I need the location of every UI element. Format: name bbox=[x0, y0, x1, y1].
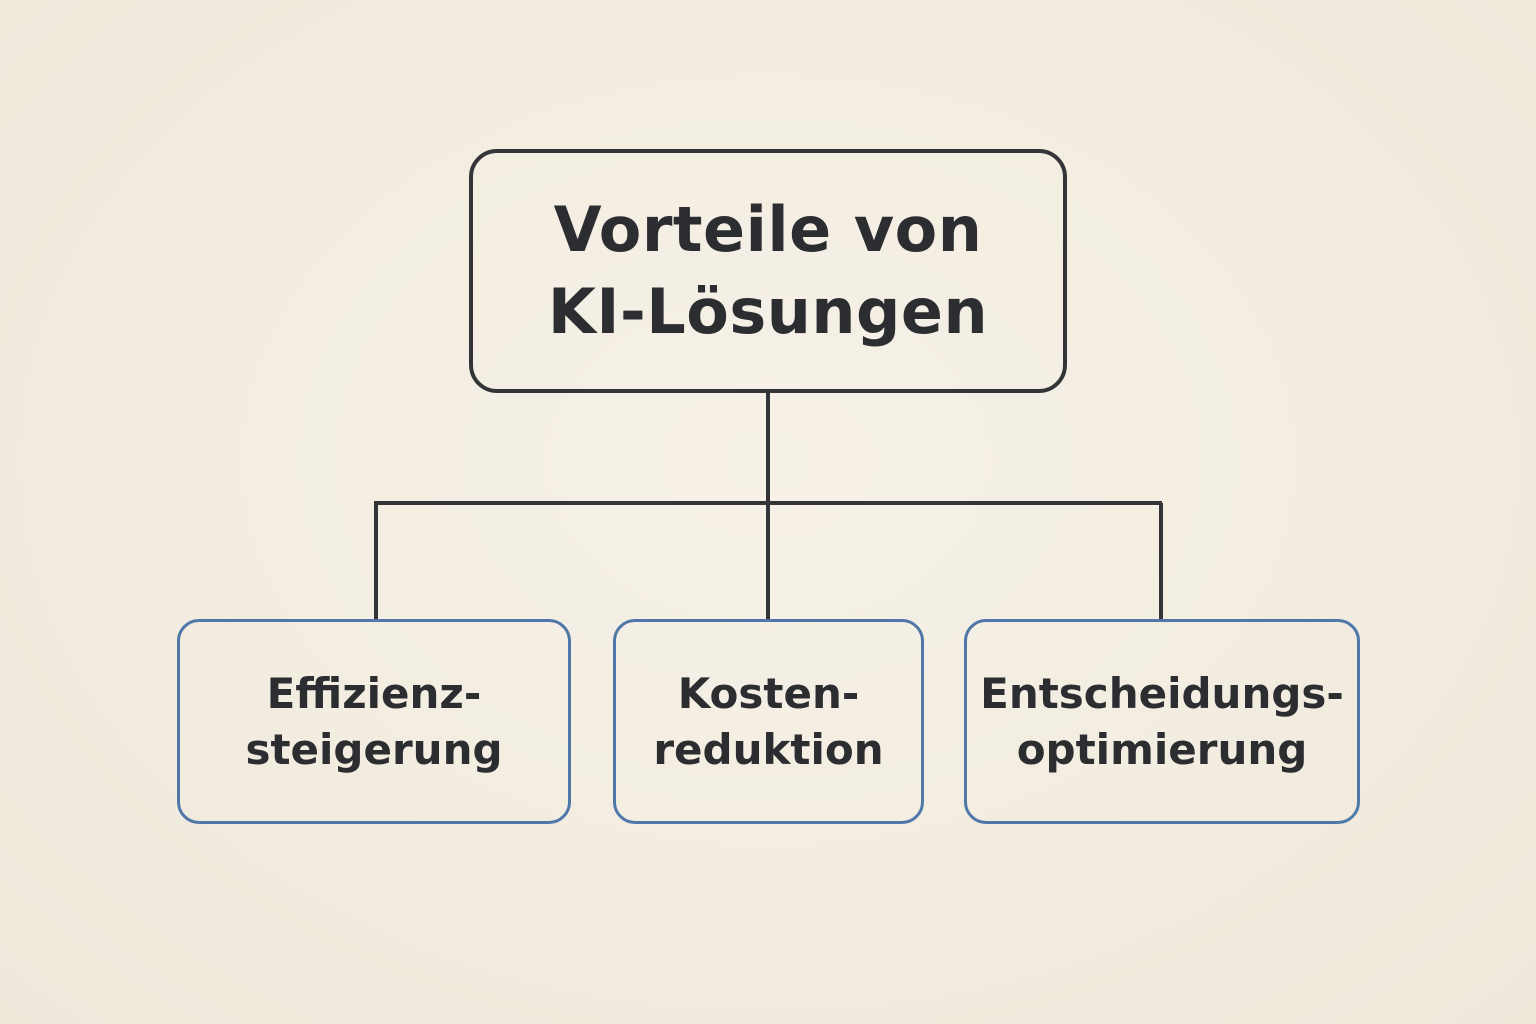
child-node-label-line-2: reduktion bbox=[653, 724, 884, 774]
child-node-decisions: Entscheidungs- optimierung bbox=[964, 619, 1360, 824]
child-node-label-line-2: optimierung bbox=[1016, 724, 1308, 774]
child-node-label-line-1: Kosten- bbox=[677, 668, 860, 718]
child-node-costs: Kosten- reduktion bbox=[613, 619, 924, 824]
child-node-efficiency: Effizienz- steigerung bbox=[177, 619, 571, 824]
root-title-line-2: KI-Lösungen bbox=[547, 275, 989, 348]
root-title-line-1: Vorteile von bbox=[553, 193, 983, 266]
child-node-label-line-2: steigerung bbox=[245, 724, 503, 774]
root-node: Vorteile von KI-Lösungen bbox=[469, 149, 1067, 393]
child-node-label-line-1: Entscheidungs- bbox=[980, 668, 1344, 718]
child-node-label-line-1: Effizienz- bbox=[266, 668, 482, 718]
